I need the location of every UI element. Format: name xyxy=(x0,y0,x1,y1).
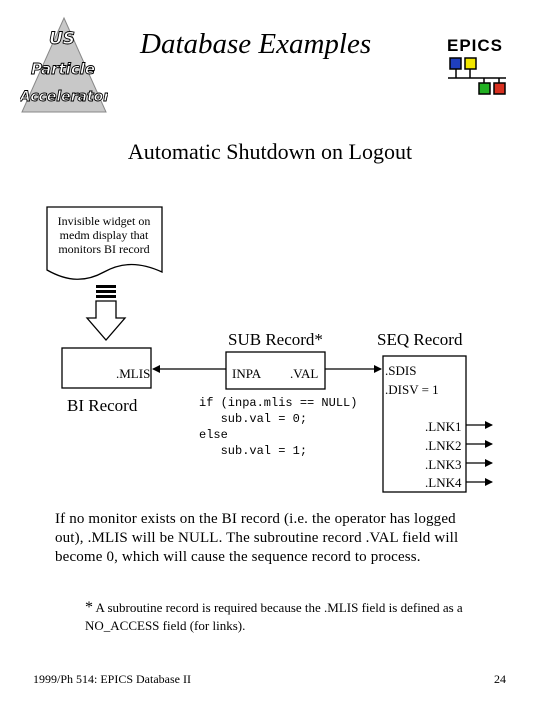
bi-record-label: BI Record xyxy=(67,396,138,415)
seq-lnk4-field: .LNK4 xyxy=(425,475,462,490)
seq-sdis-field: .SDIS xyxy=(385,363,417,378)
footnote-star: * xyxy=(85,599,93,616)
svg-text:US: US xyxy=(49,29,75,49)
svg-text:Particle: Particle xyxy=(31,60,95,78)
sub-record-label: SUB Record* xyxy=(228,330,323,349)
arrow-stem-bar-2 xyxy=(96,290,116,293)
footnote: * A subroutine record is required becaus… xyxy=(85,599,475,635)
bi-record-box xyxy=(61,347,152,389)
block-down-arrow xyxy=(85,300,127,341)
arrow-stem-bar-top xyxy=(96,285,116,288)
epics-network-icon xyxy=(448,57,506,95)
bi-mlis-field: .MLIS xyxy=(116,366,151,381)
sub-record-box xyxy=(225,351,326,390)
svg-text:Accelerator: Accelerator xyxy=(20,89,108,105)
widget-document-shape xyxy=(46,206,163,280)
us-particle-accelerator-logo: US Particle Accelerator xyxy=(20,16,108,113)
arrow-stem-bar-3 xyxy=(96,295,116,298)
seq-record-box xyxy=(382,355,467,493)
seq-record-label: SEQ Record xyxy=(377,330,463,349)
slide-subtitle: Automatic Shutdown on Logout xyxy=(127,139,413,164)
sub-val-field: .VAL xyxy=(290,366,319,381)
page-title: Database Examples xyxy=(140,28,372,60)
seq-disv-field: .DISV = 1 xyxy=(385,382,439,397)
seq-lnk1-field: .LNK1 xyxy=(425,419,462,434)
seq-lnk3-field: .LNK3 xyxy=(425,457,462,472)
seq-lnk2-field: .LNK2 xyxy=(425,438,462,453)
footer-course-label: 1999/Ph 514: EPICS Database II xyxy=(33,672,191,686)
description-paragraph: If no monitor exists on the BI record (i… xyxy=(55,511,459,565)
epics-label: EPICS xyxy=(447,36,504,55)
page-number: 24 xyxy=(494,672,506,686)
widget-description: Invisible widget on medm display that mo… xyxy=(57,214,151,256)
footnote-text: A subroutine record is required because … xyxy=(85,600,463,633)
sub-inpa-field: INPA xyxy=(232,366,262,381)
subroutine-code: if (inpa.mlis == NULL) sub.val = 0; else… xyxy=(199,396,358,458)
